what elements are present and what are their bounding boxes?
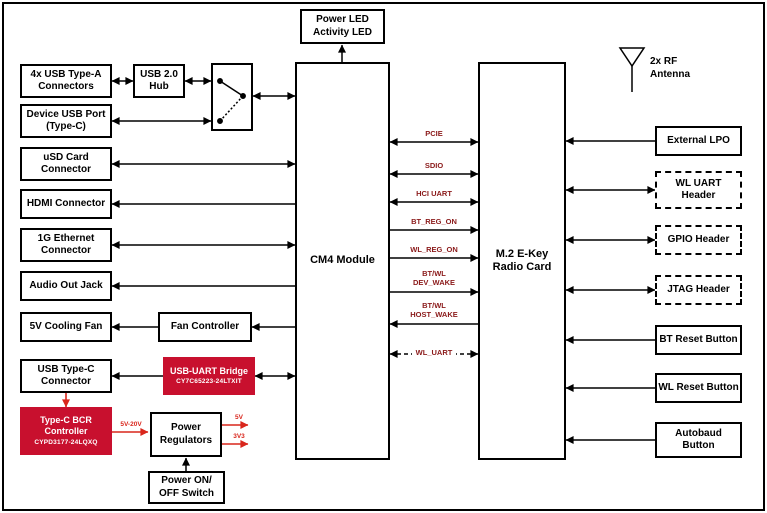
rf-antenna-icon (618, 47, 646, 92)
cooling-fan-box: 5V Cooling Fan (20, 312, 112, 342)
signal-label-bt-reg-on: BT_REG_ON (411, 217, 457, 226)
hdmi-connector-box: HDMI Connector (20, 189, 112, 219)
power-label-vin: 5V-20V (120, 421, 142, 428)
power-regulators-box: Power Regulators (150, 412, 222, 457)
signal-wires-left (111, 44, 346, 471)
usb-type-c-connector-box: USB Type-C Connector (20, 359, 112, 393)
power-switch-box: Power ON/ OFF Switch (148, 471, 225, 504)
rf-antenna-label: 2x RF Antenna (650, 56, 690, 80)
bcr-part-number: CYPD3177-24LQXQ (34, 438, 98, 446)
wl-uart-header-box: WL UART Header (655, 171, 742, 209)
usb-hub-box: USB 2.0 Hub (133, 64, 185, 98)
usd-card-connector-box: uSD Card Connector (20, 147, 112, 181)
usb-mux-switch-icon (217, 78, 246, 124)
power-label-3v3: 3V3 (233, 433, 245, 440)
external-lpo-box: External LPO (655, 126, 742, 156)
signal-label-pcie: PCIE (425, 129, 443, 138)
autobaud-button-box: Autobaud Button (655, 422, 742, 458)
wl-reset-button-box: WL Reset Button (655, 373, 742, 403)
usb-uart-bridge-box: USB-UART Bridge CY7C65223-24LTXIT (163, 357, 255, 395)
power-activity-led-box: Power LED Activity LED (300, 9, 385, 44)
ethernet-connector-box: 1G Ethernet Connector (20, 228, 112, 262)
jtag-header-box: JTAG Header (655, 275, 742, 305)
usb-uart-bridge-part-number: CY7C65223-24LTXIT (176, 378, 242, 386)
cm4-module-box: CM4 Module (295, 62, 390, 460)
audio-out-jack-box: Audio Out Jack (20, 271, 112, 301)
power-label-5v: 5V (235, 414, 243, 421)
gpio-header-box: GPIO Header (655, 225, 742, 255)
signal-label-dev-wake: BT/WL DEV_WAKE (412, 269, 456, 287)
power-wires (62, 393, 249, 448)
usb-mux-box (211, 63, 253, 131)
signal-label-host-wake: BT/WL HOST_WAKE (410, 301, 458, 319)
bt-reset-button-box: BT Reset Button (655, 325, 742, 355)
signal-label-wl-uart: WL_UART (412, 348, 456, 358)
type-c-bcr-controller-box: Type-C BCR Controller CYPD3177-24LQXQ (20, 407, 112, 455)
m2-ekey-radio-card-box: M.2 E-Key Radio Card (478, 62, 566, 460)
signal-label-wl-reg-on: WL_REG_ON (410, 245, 458, 254)
bcr-title: Type-C BCR Controller (40, 415, 92, 437)
usb-type-a-connectors-box: 4x USB Type-A Connectors (20, 64, 112, 98)
signal-label-hci-uart: HCI UART (416, 189, 452, 198)
device-usb-port-box: Device USB Port (Type-C) (20, 104, 112, 138)
signal-label-sdio: SDIO (424, 161, 444, 170)
signal-wires-right (565, 137, 656, 444)
usb-uart-bridge-title: USB-UART Bridge (170, 365, 248, 376)
fan-controller-box: Fan Controller (158, 312, 252, 342)
